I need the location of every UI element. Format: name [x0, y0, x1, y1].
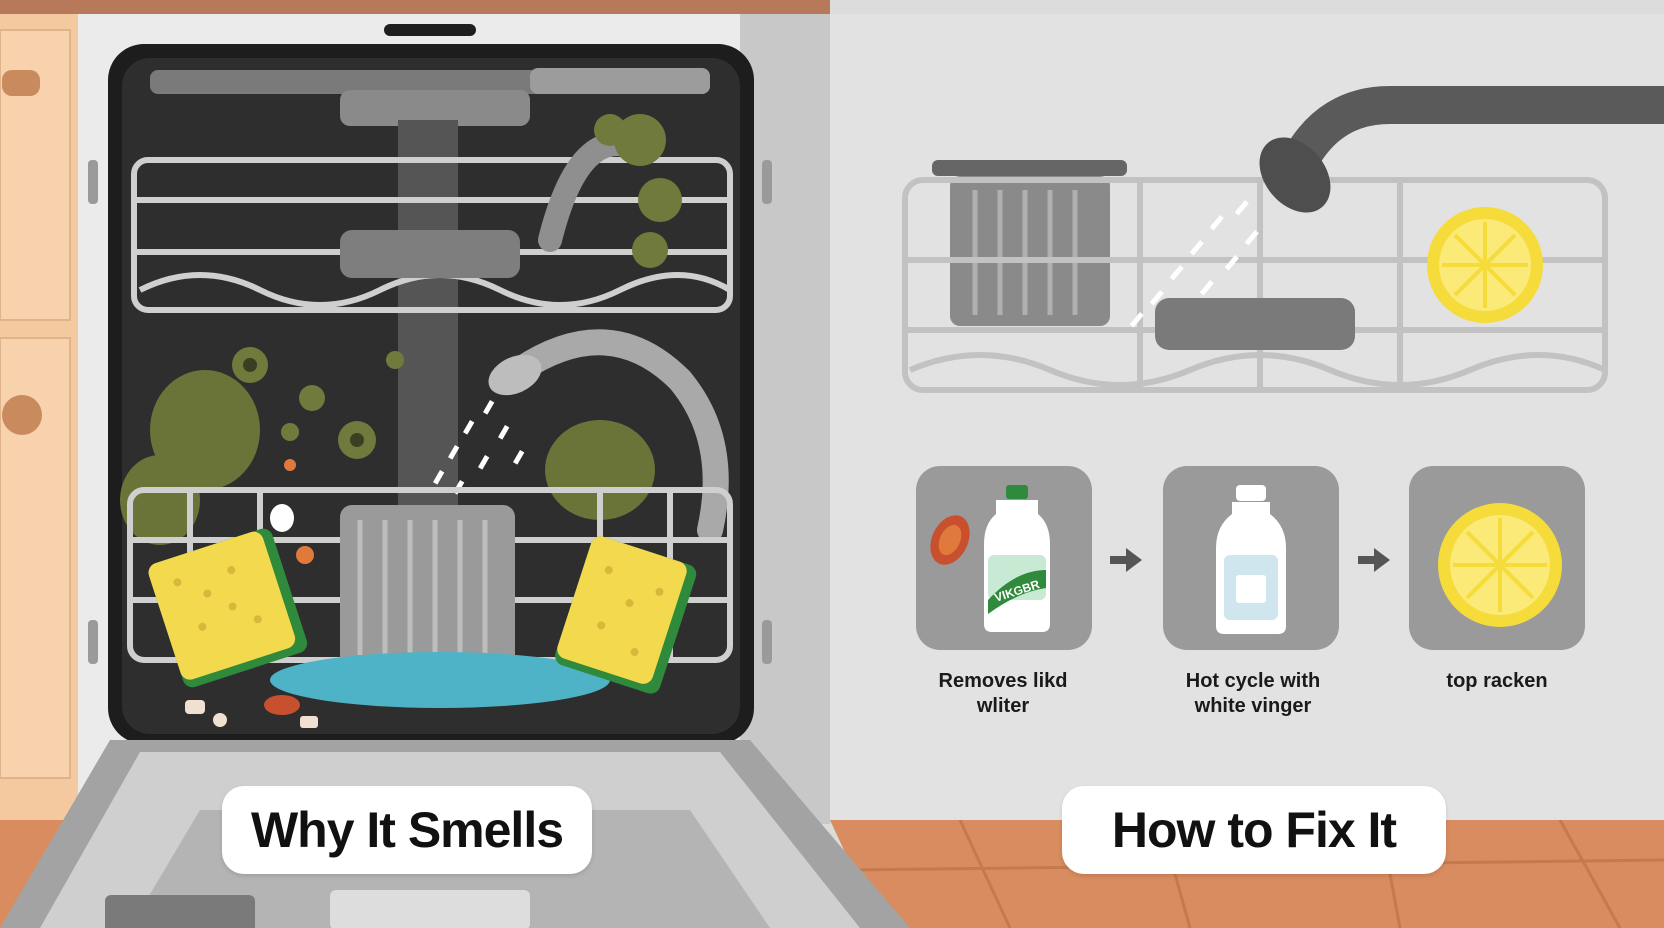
step-1-caption: Removes likd wliter	[893, 669, 1113, 719]
vinegar-bottle-icon	[984, 485, 1050, 632]
food-debris	[185, 459, 318, 728]
step-3-card	[1409, 466, 1585, 650]
lemon-slice	[1427, 207, 1543, 323]
sponge-right	[555, 536, 697, 694]
water-bottle-icon	[1216, 485, 1286, 634]
step-2-card	[1163, 466, 1339, 650]
step-3-caption: top racken	[1387, 669, 1607, 694]
mold-patch	[594, 114, 682, 268]
step-1-card	[916, 466, 1092, 650]
cutlery-basket	[340, 505, 515, 670]
cabinet	[0, 14, 80, 824]
sponge-left	[148, 528, 308, 688]
rack-basket	[950, 176, 1110, 326]
step-1-caption-line-1: Removes likd	[938, 670, 1068, 692]
step-2-caption: Hot cycle with white vinger	[1143, 669, 1363, 719]
step-2-caption-line-2: white vinger	[1194, 695, 1312, 717]
step-1-caption-line-2: wliter	[976, 695, 1030, 717]
why-it-smells-label: Why It Smells	[222, 786, 592, 874]
fix-illustration	[902, 86, 1664, 393]
step-2-caption-line-1: Hot cycle with	[1185, 670, 1321, 692]
step-3-caption-line-1: top racken	[1446, 670, 1548, 692]
step-arrow-1	[1110, 548, 1142, 572]
lemon-icon	[1438, 503, 1562, 627]
water-puddle	[270, 652, 610, 708]
step-arrow-2	[1358, 548, 1390, 572]
cabinet-knob	[2, 395, 42, 435]
how-to-fix-it-label: How to Fix It	[1062, 786, 1446, 874]
cabinet-handle	[2, 70, 40, 96]
